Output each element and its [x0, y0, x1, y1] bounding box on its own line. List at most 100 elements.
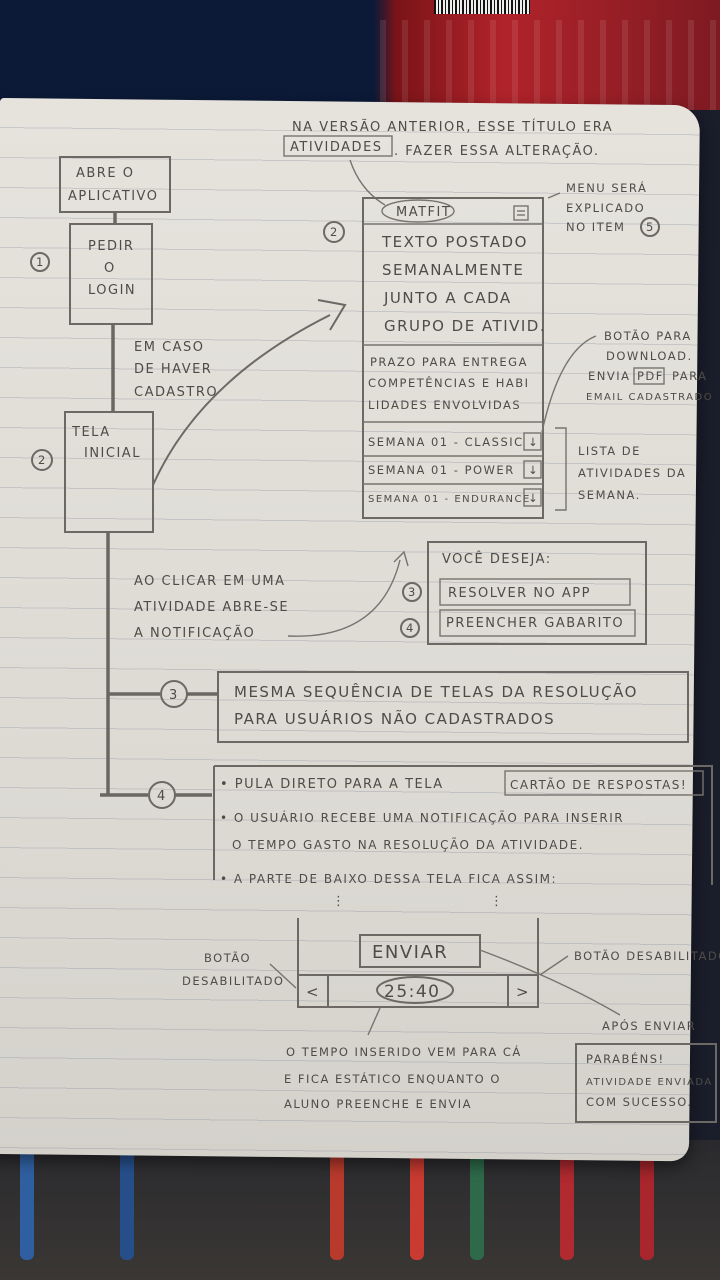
option3-num: 3 [408, 585, 417, 599]
download-note-arrow [541, 335, 597, 433]
time-note-arrow [367, 1007, 381, 1036]
list-note-line1: LISTA DE [578, 444, 641, 458]
list-bracket [555, 427, 567, 511]
notification-title: VOCÊ DESEJA: [442, 551, 552, 567]
registered-note-line2: DE HAVER [134, 362, 212, 377]
step1-num: 1 [36, 255, 45, 269]
download-icon[interactable] [523, 432, 542, 451]
option-fill-answers-button[interactable]: PREENCHER GABARITO [439, 609, 636, 637]
menu-icon[interactable] [513, 205, 529, 221]
branch3-line1: MESMA SEQUÊNCIA DE TELAS DA RESOLUÇÃO [234, 682, 638, 701]
notification-note-line3: A NOTIFICAÇÃO [134, 625, 255, 641]
home-to-phone-arrowhead [317, 299, 347, 331]
step2-circle [31, 449, 53, 471]
option4-circle [400, 618, 420, 638]
branch4-bullet2-line2: O TEMPO GASTO NA RESOLUÇÃO DA ATIVIDADE. [232, 837, 584, 852]
menu-note-item-num: 5 [646, 220, 655, 234]
activity-item[interactable]: SEMANA 01 - ENDURANCE ↓ [368, 488, 542, 507]
phone-text-line4: GRUPO DE ATIVID. [384, 317, 546, 335]
rug-fringe [470, 1140, 484, 1260]
success-line2: ATIVIDADE ENVIADA [586, 1077, 713, 1088]
svg-text:⋮: ⋮ [490, 894, 505, 909]
success-message-box [575, 1043, 717, 1123]
notification-dialog [427, 541, 647, 645]
note-top-arrow [349, 159, 386, 206]
note-top-box [283, 135, 393, 157]
download-icon[interactable] [523, 488, 542, 507]
option-solve-in-app-button[interactable]: RESOLVER NO APP [439, 578, 631, 606]
branch4-num: 4 [157, 789, 167, 804]
branch4-bullet1: • PULA DIRETO PARA A TELA [220, 777, 444, 792]
notification-note-line1: AO CLICAR EM UMA [134, 574, 286, 589]
menu-note-pointer [547, 192, 561, 199]
right-note: BOTÃO DESABILITADO [574, 948, 720, 963]
rug-fringe [640, 1140, 654, 1260]
branch3-box [217, 671, 689, 743]
phone-title: MATFIT [396, 205, 451, 220]
option4-num: 4 [406, 621, 415, 635]
phone-number-circle [323, 221, 345, 243]
svg-text:↓: ↓ [528, 435, 539, 449]
after-send-arrow [479, 949, 621, 1016]
branch4-box [213, 765, 713, 885]
send-button[interactable]: ENVIAR [359, 934, 481, 968]
activity-label: SEMANA 01 - CLASSIC [368, 435, 524, 449]
prev-button-label: < [306, 983, 320, 1001]
phone-deadline-line2: COMPETÊNCIAS E HABI [368, 375, 530, 390]
option4-label: PREENCHER GABARITO [446, 616, 624, 631]
notification-note-line2: ATIVIDADE ABRE-SE [134, 600, 289, 615]
left-note-line1: BOTÃO [204, 950, 251, 965]
login-line2: O [104, 261, 116, 276]
time-note-line2: E FICA ESTÁTICO ENQUANTO O [284, 1071, 501, 1086]
note-top-boxed: ATIVIDADES [290, 140, 383, 155]
note-top-line2: . FAZER ESSA ALTERAÇÃO. [394, 143, 599, 159]
activity-item[interactable]: SEMANA 01 - CLASSIC ↓ [368, 432, 542, 451]
rug-fringe [410, 1140, 424, 1260]
pdf-box [633, 367, 665, 385]
rug-fringe [20, 1140, 34, 1260]
step1-circle [30, 252, 50, 272]
open-app-line2: APLICATIVO [68, 189, 158, 204]
home-to-phone-arrow [152, 314, 331, 486]
branch4-bullet3: • A PARTE DE BAIXO DESSA TELA FICA ASSIM… [220, 872, 557, 886]
download-note-line2: DOWNLOAD. [606, 349, 693, 363]
time-note-line1: O TEMPO INSERIDO VEM PARA CÁ [286, 1044, 522, 1059]
next-button[interactable]: > [507, 974, 539, 1008]
branch3-line2: PARA USUÁRIOS NÃO CADASTRADOS [234, 709, 555, 728]
phone-number: 2 [330, 225, 339, 239]
branch3-num: 3 [169, 688, 179, 703]
open-app-line1: ABRE O [76, 166, 134, 181]
note-top-line1: NA VERSÃO ANTERIOR, ESSE TÍTULO ERA [292, 119, 613, 135]
login-box [69, 223, 153, 325]
step2-num: 2 [38, 453, 47, 467]
list-note-line3: SEMANA. [578, 488, 641, 502]
login-line3: LOGIN [88, 283, 136, 298]
menu-note-line1: MENU SERÁ [566, 180, 647, 195]
phone-text-line3: JUNTO A CADA [383, 289, 512, 307]
barcode [434, 0, 530, 14]
phone-text-line1: TEXTO POSTADO [381, 233, 528, 251]
left-note-line2: DESABILITADO [182, 974, 285, 988]
svg-text:⋮: ⋮ [332, 894, 347, 909]
download-note-line4: EMAIL CADASTRADO [586, 392, 713, 403]
home-screen-line2: INICIAL [84, 446, 141, 461]
phone-deadline-line3: LIDADES ENVOLVIDAS [368, 398, 521, 412]
phone-title-oval [381, 199, 455, 223]
left-note-arrow [269, 963, 297, 989]
menu-note-line3: NO ITEM [566, 220, 625, 234]
activity-label: SEMANA 01 - ENDURANCE [368, 494, 531, 505]
prev-button[interactable]: < [297, 974, 329, 1008]
login-line1: PEDIR [88, 239, 134, 254]
branch4-bullet2-line1: • O USUÁRIO RECEBE UMA NOTIFICAÇÃO PARA … [220, 810, 624, 825]
after-send-note: APÓS ENVIAR [602, 1018, 696, 1033]
time-note-line3: ALUNO PREENCHE E ENVIA [284, 1097, 472, 1111]
activity-item[interactable]: SEMANA 01 - POWER ↓ [368, 460, 542, 479]
download-icon[interactable] [523, 460, 542, 479]
option3-circle [402, 582, 422, 602]
phone-frame [362, 197, 544, 519]
list-note-line2: ATIVIDADES DA [578, 466, 686, 480]
phone-deadline-line1: PRAZO PARA ENTREGA [370, 355, 528, 369]
menu-note-item-circle [640, 217, 660, 237]
